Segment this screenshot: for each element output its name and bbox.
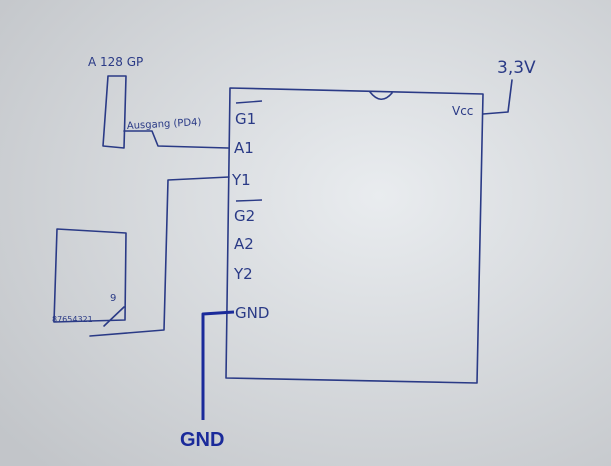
pin-a2-label: A2 [234, 235, 254, 253]
g2-overline [235, 199, 263, 202]
connector-pins-label: 87654321 [52, 315, 93, 324]
pin-gnd-label: GND [235, 304, 269, 322]
pin-y2-label: Y2 [233, 265, 253, 283]
pin-g2-label: G2 [234, 207, 255, 225]
sensor-lead [123, 130, 229, 149]
connector-block [53, 228, 127, 323]
connector-pin9-label: 9 [110, 293, 116, 304]
vcc-wire [482, 79, 513, 115]
pin-a1-label: A1 [234, 139, 254, 157]
output-line-label: Ausgang (PD4) [127, 117, 202, 132]
g1-overline [235, 100, 263, 104]
gnd-wire [201, 310, 235, 420]
chip-notch [369, 91, 393, 101]
connector-lead [103, 306, 125, 327]
pin-g1-label: G1 [235, 110, 256, 128]
sensor-part-label: A 128 GP [88, 55, 143, 69]
y1-wire [89, 176, 230, 337]
sensor-component [102, 75, 127, 149]
ground-label: GND [180, 429, 224, 451]
supply-voltage-label: 3,3V [497, 58, 536, 78]
chip-vcc-label: Vcc [452, 104, 473, 118]
chip-body [225, 87, 484, 384]
pin-y1-label: Y1 [231, 171, 251, 189]
